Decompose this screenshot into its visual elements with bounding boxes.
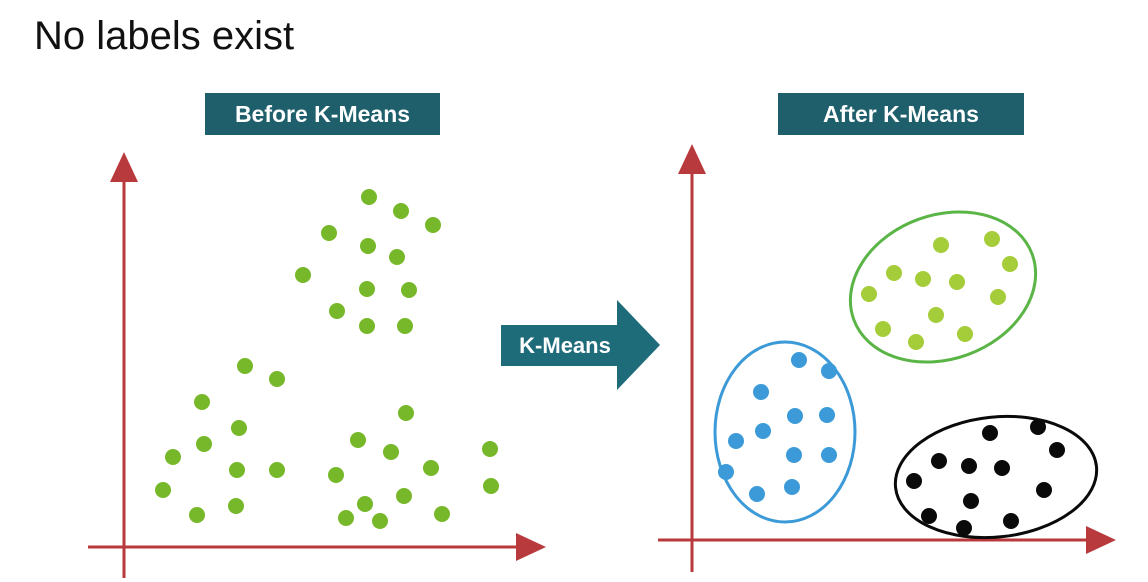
cluster-green	[848, 210, 1038, 364]
unlabeled-point	[321, 225, 337, 241]
cluster-black-point	[1003, 513, 1019, 529]
cluster-black-point	[906, 473, 922, 489]
unlabeled-point	[398, 405, 414, 421]
unlabeled-point	[350, 432, 366, 448]
cluster-green-point	[1002, 256, 1018, 272]
cluster-black-boundary	[893, 414, 1099, 540]
unlabeled-point	[361, 189, 377, 205]
kmeans-arrow-label: K-Means	[519, 333, 611, 358]
cluster-green-point	[933, 237, 949, 253]
cluster-black-point	[1049, 442, 1065, 458]
unlabeled-point	[196, 436, 212, 452]
cluster-black-point	[931, 453, 947, 469]
cluster-green-boundary	[848, 210, 1038, 364]
cluster-green-point	[949, 274, 965, 290]
unlabeled-point	[338, 510, 354, 526]
right-axes	[658, 144, 1116, 572]
left-y-axis-arrowhead	[110, 152, 138, 182]
unlabeled-point	[360, 238, 376, 254]
unlabeled-point	[434, 506, 450, 522]
cluster-blue-point	[753, 384, 769, 400]
cluster-blue-point	[786, 447, 802, 463]
cluster-blue-point	[821, 363, 837, 379]
cluster-green-point	[908, 334, 924, 350]
cluster-black-point	[994, 460, 1010, 476]
cluster-blue-point	[728, 433, 744, 449]
cluster-blue-point	[718, 464, 734, 480]
unlabeled-point	[359, 281, 375, 297]
unlabeled-point	[425, 217, 441, 233]
unlabeled-point	[269, 371, 285, 387]
kmeans-arrow-shape	[501, 300, 660, 390]
unlabeled-point	[189, 507, 205, 523]
unlabeled-point	[228, 498, 244, 514]
unlabeled-point	[396, 488, 412, 504]
unlabeled-point	[295, 267, 311, 283]
right-x-axis-arrowhead	[1086, 526, 1116, 554]
unlabeled-point	[393, 203, 409, 219]
kmeans-arrow: K-Means	[501, 300, 660, 390]
before-points	[155, 189, 499, 529]
cluster-blue-point	[819, 407, 835, 423]
unlabeled-point	[269, 462, 285, 478]
cluster-green-point	[875, 321, 891, 337]
unlabeled-point	[237, 358, 253, 374]
cluster-black-point	[956, 520, 972, 536]
unlabeled-point	[194, 394, 210, 410]
page-heading: No labels exist	[34, 14, 295, 58]
unlabeled-point	[482, 441, 498, 457]
after-clusters	[713, 210, 1099, 540]
cluster-blue	[713, 340, 857, 524]
cluster-green-point	[928, 307, 944, 323]
cluster-black-point	[1030, 419, 1046, 435]
left-axes	[88, 152, 546, 578]
cluster-green-point	[984, 231, 1000, 247]
cluster-blue-point	[749, 486, 765, 502]
cluster-blue-point	[755, 423, 771, 439]
cluster-black-point	[961, 458, 977, 474]
cluster-black-point	[963, 493, 979, 509]
unlabeled-point	[231, 420, 247, 436]
cluster-blue-point	[787, 408, 803, 424]
unlabeled-point	[383, 444, 399, 460]
unlabeled-point	[483, 478, 499, 494]
cluster-black-point	[921, 508, 937, 524]
cluster-green-point	[886, 265, 902, 281]
cluster-green-point	[861, 286, 877, 302]
unlabeled-point	[329, 303, 345, 319]
unlabeled-point	[423, 460, 439, 476]
unlabeled-point	[401, 282, 417, 298]
left-x-axis-arrowhead	[516, 533, 546, 561]
cluster-blue-point	[784, 479, 800, 495]
cluster-blue-point	[791, 352, 807, 368]
cluster-blue-boundary	[713, 340, 857, 524]
unlabeled-point	[165, 449, 181, 465]
cluster-green-point	[990, 289, 1006, 305]
cluster-green-point	[915, 271, 931, 287]
cluster-black-point	[982, 425, 998, 441]
right-y-axis-arrowhead	[678, 144, 706, 174]
unlabeled-point	[359, 318, 375, 334]
unlabeled-point	[357, 496, 373, 512]
cluster-black	[893, 414, 1099, 540]
unlabeled-point	[155, 482, 171, 498]
before-kmeans-label: Before K-Means	[205, 93, 440, 135]
unlabeled-point	[389, 249, 405, 265]
unlabeled-point	[328, 467, 344, 483]
unlabeled-point	[397, 318, 413, 334]
unlabeled-point	[372, 513, 388, 529]
cluster-blue-point	[821, 447, 837, 463]
unlabeled-point	[229, 462, 245, 478]
cluster-green-point	[957, 326, 973, 342]
after-kmeans-label: After K-Means	[778, 93, 1024, 135]
cluster-black-point	[1036, 482, 1052, 498]
